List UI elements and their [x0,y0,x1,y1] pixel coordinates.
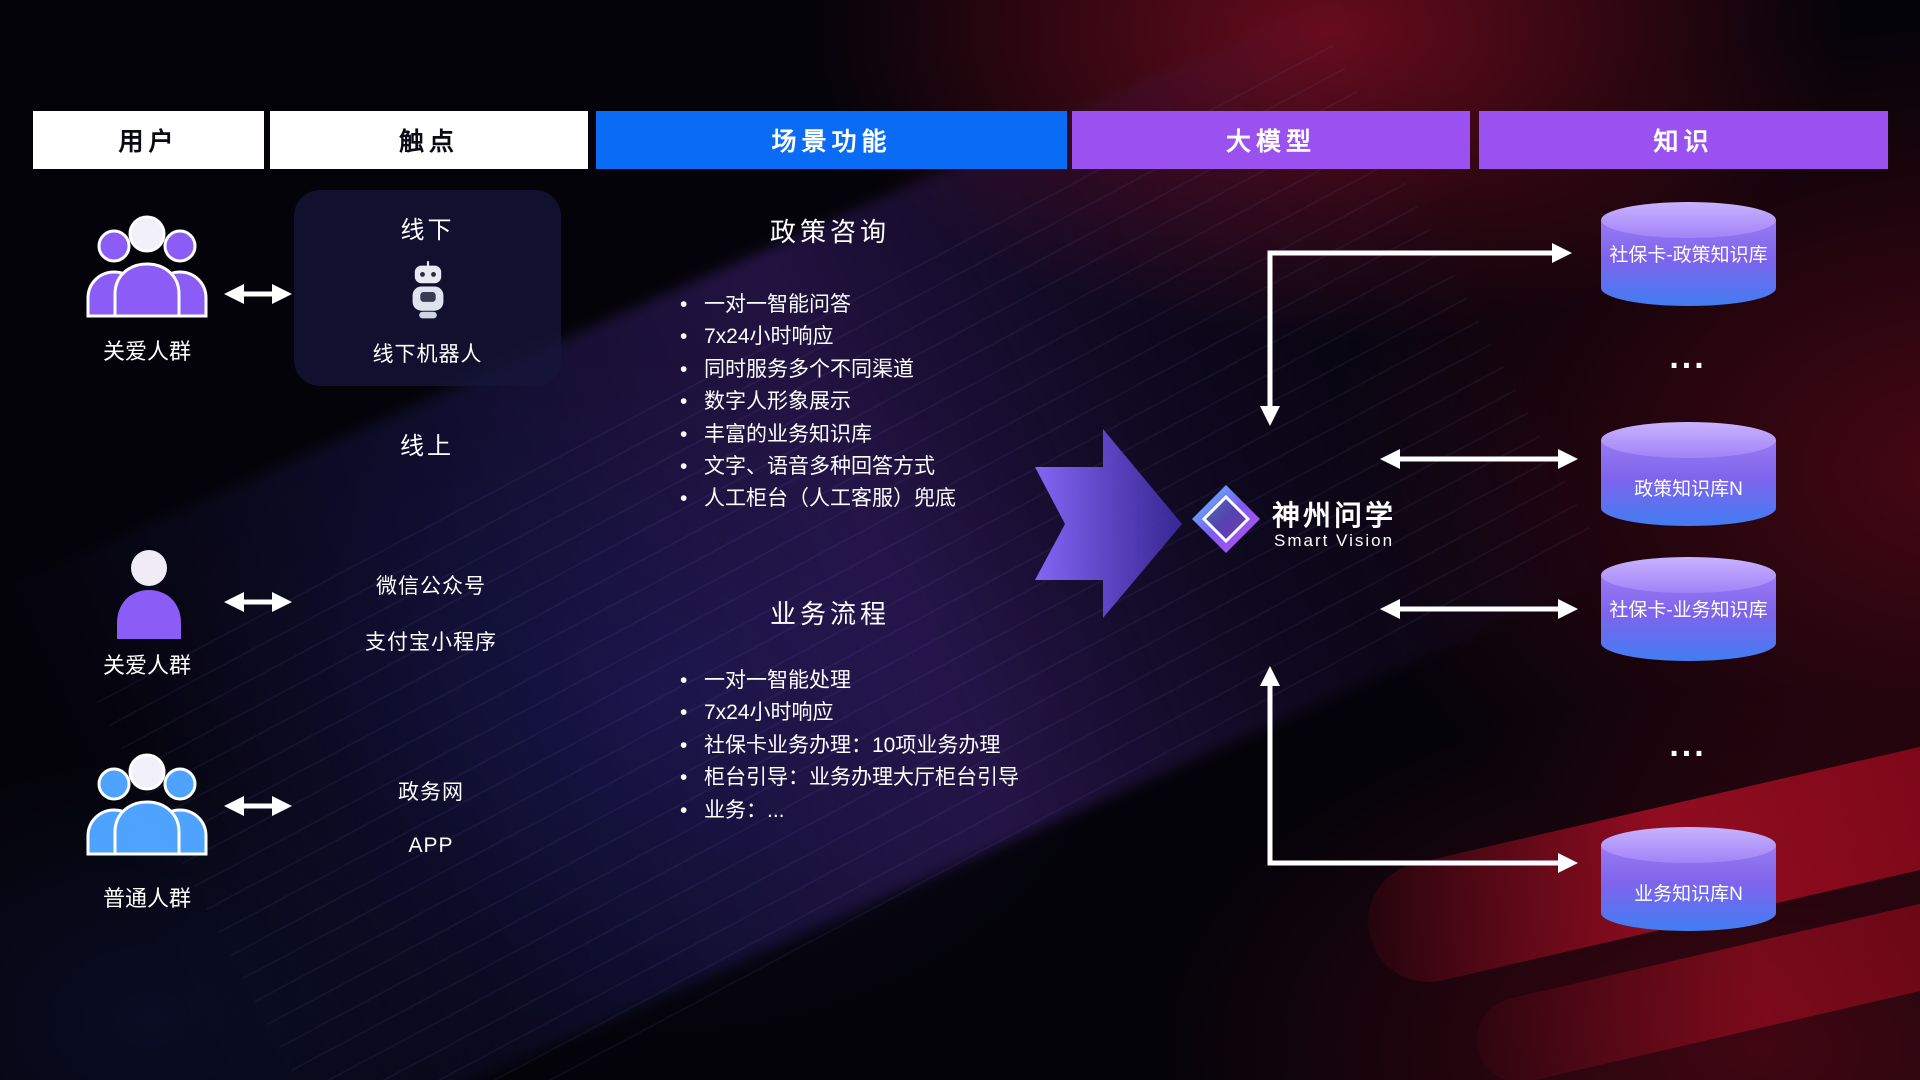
column-header-scene-functions: 场景功能 [596,111,1067,169]
column-header-users: 用户 [33,111,264,169]
model-subtitle: Smart Vision [1274,531,1395,550]
kb-label: 社保卡-业务知识库 [1609,600,1768,621]
online-title: 线上 [400,433,454,460]
channel-alipay-miniprogram: 支付宝小程序 [365,631,497,654]
model-name: 神州问学 [1272,500,1397,531]
kb-label: 政策知识库N [1634,479,1743,500]
user-label-care-group-1: 关爱人群 [102,339,191,364]
kb-cylinder-policy-n: 政策知识库N [1601,422,1776,526]
kb-cylinder-business-sscard: 社保卡-业务知识库 [1601,557,1776,661]
scene-item: 柜台引导：业务办理大厅柜台引导 [678,762,1118,795]
scene-item: 7x24小时响应 [678,697,1118,730]
cylinder-top [1601,827,1776,863]
scene-item: 丰富的业务知识库 [678,419,1118,452]
single-person-icon-purple [109,546,189,646]
scene-list-business: 一对一智能处理 7x24小时响应 社保卡业务办理：10项业务办理 柜台引导：业务… [678,665,1118,827]
scene-item: 文字、语音多种回答方式 [678,451,1118,484]
scene-title-policy-consult: 政策咨询 [769,217,890,247]
scene-list-policy: 一对一智能问答 7x24小时响应 同时服务多个不同渠道 数字人形象展示 丰富的业… [678,289,1118,516]
kb-cylinder-business-n: 业务知识库N [1601,827,1776,931]
robot-icon [412,260,443,318]
column-header-touchpoints: 触点 [270,111,588,169]
kb-ellipsis-2: ... [1669,726,1707,764]
scene-item: 数字人形象展示 [678,386,1118,419]
cylinder-top [1601,202,1776,238]
diamond-logo-icon [1191,484,1261,559]
offline-title: 线下 [400,217,455,244]
scene-item: 业务：... [678,795,1118,828]
scene-item: 7x24小时响应 [678,321,1118,354]
channel-app: APP [408,834,454,857]
column-header-large-model: 大模型 [1072,111,1470,169]
group-people-icon-blue [82,746,212,861]
scene-item: 人工柜台（人工客服）兜底 [678,483,1118,516]
offline-touchpoint-card: 线下 线下机器人 [294,190,561,386]
kb-label: 社保卡-政策知识库 [1609,245,1768,266]
scene-item: 一对一智能问答 [678,289,1118,322]
flow-arrow-icon [1035,429,1182,623]
offline-robot-caption: 线下机器人 [372,343,483,366]
scene-item: 同时服务多个不同渠道 [678,354,1118,387]
user-label-ordinary-group: 普通人群 [102,886,191,911]
column-header-knowledge: 知识 [1479,111,1888,169]
scene-title-business-process: 业务流程 [769,599,890,629]
kb-cylinder-policy-sscard: 社保卡-政策知识库 [1601,202,1776,306]
channel-gov-web: 政务网 [398,781,464,804]
cylinder-top [1601,422,1776,458]
scene-item: 一对一智能处理 [678,665,1118,698]
user-label-care-group-2: 关爱人群 [102,653,191,678]
group-people-icon-purple [82,208,212,323]
channel-wechat: 微信公众号 [376,575,486,598]
kb-label: 业务知识库N [1634,884,1743,905]
scene-item: 社保卡业务办理：10项业务办理 [678,730,1118,763]
cylinder-top [1601,557,1776,593]
kb-ellipsis-1: ... [1669,338,1707,376]
